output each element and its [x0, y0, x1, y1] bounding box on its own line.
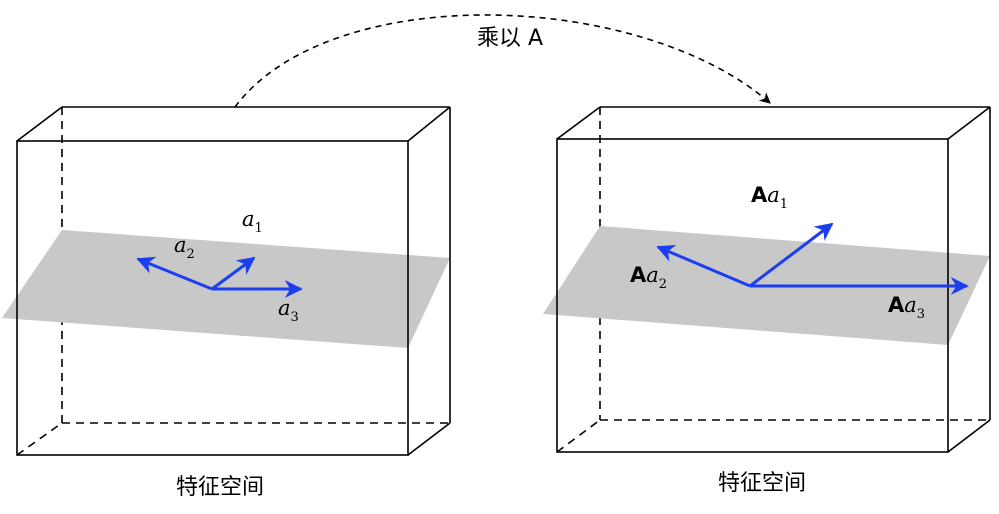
left-vector-a2 — [136, 256, 213, 291]
left-vectors — [136, 256, 303, 298]
right-vector-Aa2 — [656, 245, 751, 288]
left-label-a1: a1 — [242, 207, 263, 236]
right-label-Aa2: Aa2 — [630, 263, 667, 292]
right-label-Aa1: Aa1 — [751, 183, 788, 212]
transform-arrow — [234, 14, 771, 108]
right-vectors — [656, 222, 969, 295]
right-box-edges — [556, 106, 991, 453]
left-feature-space: a1 a2 a3 特征空间 — [2, 106, 451, 500]
left-caption: 特征空间 — [176, 475, 264, 500]
left-box-edges — [16, 106, 451, 456]
left-vector-a1 — [211, 256, 256, 291]
right-vector-Aa1 — [749, 222, 834, 288]
left-label-a2: a2 — [174, 233, 195, 262]
right-feature-space: Aa1 Aa2 Aa3 特征空间 — [543, 106, 991, 496]
left-label-a3: a3 — [278, 296, 299, 325]
right-caption: 特征空间 — [718, 471, 806, 496]
right-label-Aa3: Aa3 — [888, 293, 925, 322]
transform-label: 乘以 A — [477, 26, 543, 51]
